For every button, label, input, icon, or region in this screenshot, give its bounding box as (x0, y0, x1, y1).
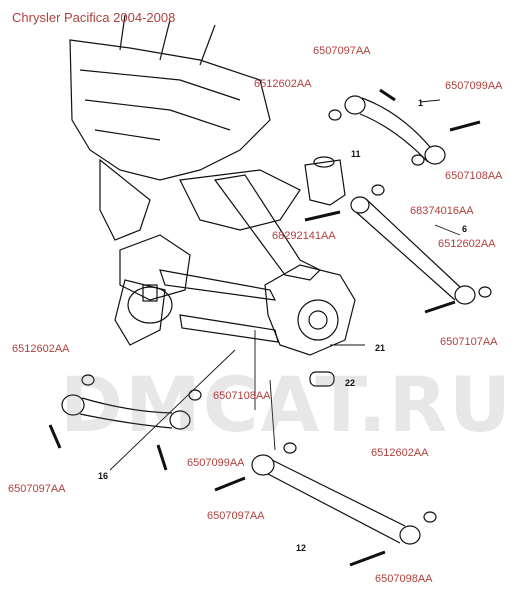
part-number-label: 6507107AA (440, 336, 498, 348)
link-12 (214, 442, 437, 567)
part-number-label: 6507099AA (187, 457, 245, 469)
part-number-label: 6507098AA (375, 573, 433, 585)
leader-lines (109, 99, 461, 471)
part-number-label: 6512602AA (12, 343, 70, 355)
reference-number: 1 (418, 98, 424, 108)
part-number-label: 6507108AA (445, 170, 503, 182)
reference-number: 22 (345, 378, 356, 388)
part-number-label: 6507097AA (313, 45, 371, 57)
knuckle (264, 264, 356, 356)
watermark: DMCAT.RU (60, 360, 513, 449)
part-number-label: 6512602AA (438, 238, 496, 250)
part-number-label: 68374016AA (410, 205, 474, 217)
reference-number: 21 (375, 343, 386, 353)
part-number-label: 6507108AA (213, 390, 271, 402)
part-number-label: 6512602AA (371, 447, 429, 459)
reference-number: 16 (98, 471, 109, 481)
bushing-22 (309, 371, 335, 387)
part-number-label: 6512602AA (254, 78, 312, 90)
link-6 (304, 184, 492, 314)
page-title: Chrysler Pacifica 2004-2008 (12, 10, 176, 25)
upper-control-arm (159, 174, 322, 301)
part-number-label: 6507097AA (8, 483, 66, 495)
part-number-label: 6507097AA (207, 510, 265, 522)
part-number-label: 68292141AA (272, 230, 336, 242)
part-number-label: 6507099AA (445, 80, 503, 92)
arm-16 (48, 374, 202, 471)
strut-mount (304, 156, 346, 206)
arm-1 (328, 88, 481, 166)
subframe (69, 14, 301, 346)
reference-number: 11 (351, 149, 361, 159)
reference-number: 12 (296, 543, 307, 553)
lower-link (179, 314, 279, 343)
reference-number: 6 (462, 224, 468, 234)
